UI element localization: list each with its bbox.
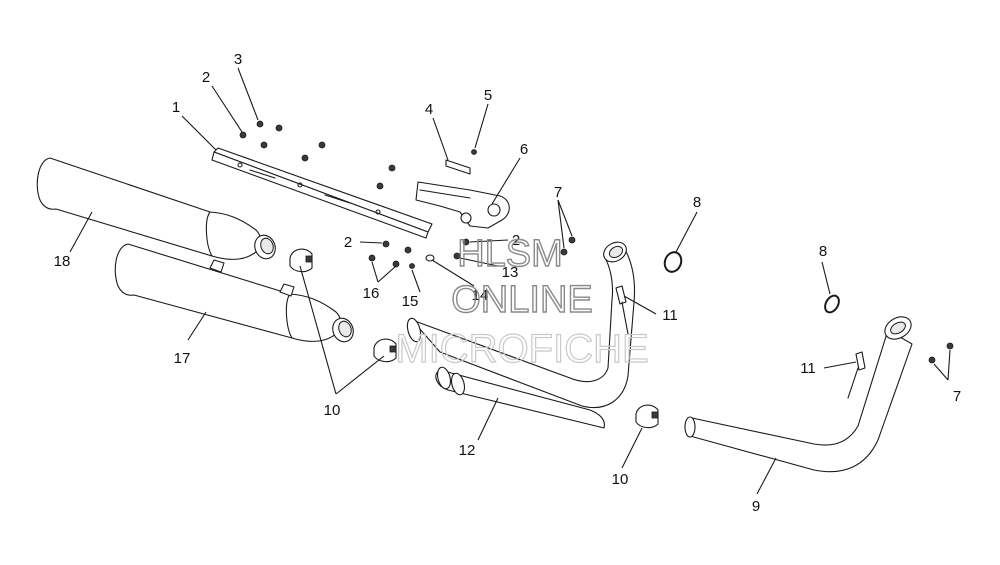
strap-plate xyxy=(445,149,477,175)
clamp-upper xyxy=(289,248,313,273)
callout-10-left: 10 xyxy=(324,402,341,419)
mounting-bracket xyxy=(211,147,433,239)
leader-lines xyxy=(69,67,951,495)
clamp-lower xyxy=(373,338,397,363)
callout-3: 3 xyxy=(234,51,242,68)
callout-18: 18 xyxy=(54,253,71,270)
watermark-line-3: MICROFICHE xyxy=(395,327,648,371)
callout-2-right: 2 xyxy=(512,232,520,249)
flange-nuts-front xyxy=(560,236,576,256)
head-pipe-front xyxy=(406,241,636,429)
watermark-line-2: ONLINE xyxy=(451,279,592,321)
callout-6: 6 xyxy=(520,141,528,158)
muffler-upper xyxy=(36,157,276,260)
gasket-front xyxy=(663,251,683,273)
support-bracket xyxy=(415,181,510,229)
head-pipe-rear xyxy=(684,316,954,473)
watermark-line-1: HLSM xyxy=(457,233,563,275)
callout-4: 4 xyxy=(425,101,433,118)
callout-11-front: 11 xyxy=(662,307,678,324)
callout-7-rear: 7 xyxy=(953,388,961,405)
callout-13: 13 xyxy=(502,264,519,281)
callout-labels: 1 2 3 4 5 6 2 2 13 14 15 16 7 8 8 11 11 … xyxy=(54,51,962,515)
clamp-right xyxy=(635,404,659,429)
muffler-lower xyxy=(114,243,354,343)
callout-11-rear: 11 xyxy=(800,360,816,377)
gasket-rear xyxy=(824,294,840,314)
callout-9: 9 xyxy=(752,498,760,515)
callout-8-front: 8 xyxy=(693,194,701,211)
callout-15: 15 xyxy=(402,293,419,310)
callout-10-right: 10 xyxy=(612,471,629,488)
callout-14: 14 xyxy=(472,287,489,304)
callout-2-top: 2 xyxy=(202,69,210,86)
callout-17: 17 xyxy=(174,350,191,367)
callout-12: 12 xyxy=(459,442,476,459)
callout-5: 5 xyxy=(484,87,492,104)
callout-1: 1 xyxy=(172,99,180,116)
callout-16: 16 xyxy=(363,285,380,302)
callout-8-rear: 8 xyxy=(819,243,827,260)
fasteners xyxy=(239,120,470,269)
watermark: HLSM ONLINE MICROFICHE xyxy=(395,232,650,371)
callout-2-left: 2 xyxy=(344,234,352,251)
callout-7-front: 7 xyxy=(554,184,562,201)
